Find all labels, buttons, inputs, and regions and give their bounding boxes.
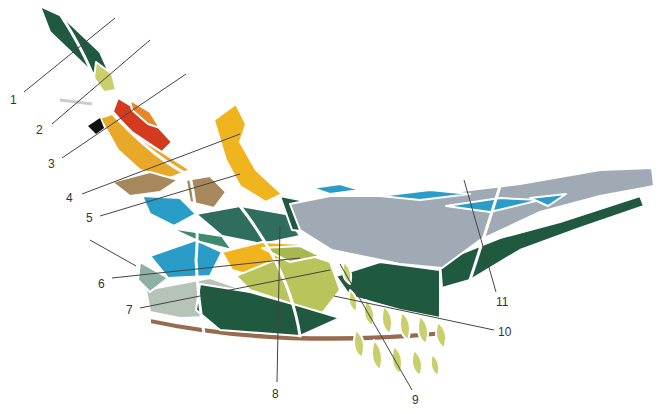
vessel-line [60,14,205,340]
callout-number: 1 [10,94,17,106]
callout-number: 3 [48,158,55,170]
callout-number: 9 [412,394,419,406]
droplet-shape [412,350,422,376]
droplet-shape [418,316,428,344]
droplet-shape [436,322,446,348]
leader-line [100,174,240,216]
leader-line [277,226,280,382]
vessel-line [240,206,300,336]
muscle-shape [290,168,654,268]
callout-number: 10 [498,326,511,338]
callout-number: 8 [272,388,279,400]
muscle-shape [380,190,470,200]
droplet-shape [400,312,410,340]
callout-number: 7 [126,304,133,316]
callout-number: 4 [66,192,73,204]
callout-number: 5 [86,212,93,224]
leader-line [464,180,496,292]
leader-line [82,134,240,194]
leader-line [62,74,186,158]
muscle-shape [214,104,282,202]
muscle-shape [130,100,160,128]
callout-number: 2 [36,124,43,136]
muscle-shape [170,228,232,250]
droplet-shape [431,354,439,376]
leader-line [140,270,330,308]
droplet-shape [372,340,382,370]
callout-number: 11 [496,296,508,308]
muscle-shape [312,184,360,194]
leader-line [112,258,300,278]
droplet-shape [382,306,392,334]
muscle-shape [138,262,168,292]
vessel-line [455,180,502,326]
muscle-shape [196,284,340,336]
muscle-shape [112,172,178,196]
leader-line [90,240,136,266]
droplet-shape [354,330,364,358]
leader-line [334,296,494,330]
callout-number: 6 [98,278,105,290]
leader-line [24,18,115,92]
muscle-shape [530,194,566,206]
leader-line [52,40,150,124]
leader-line [340,264,412,390]
